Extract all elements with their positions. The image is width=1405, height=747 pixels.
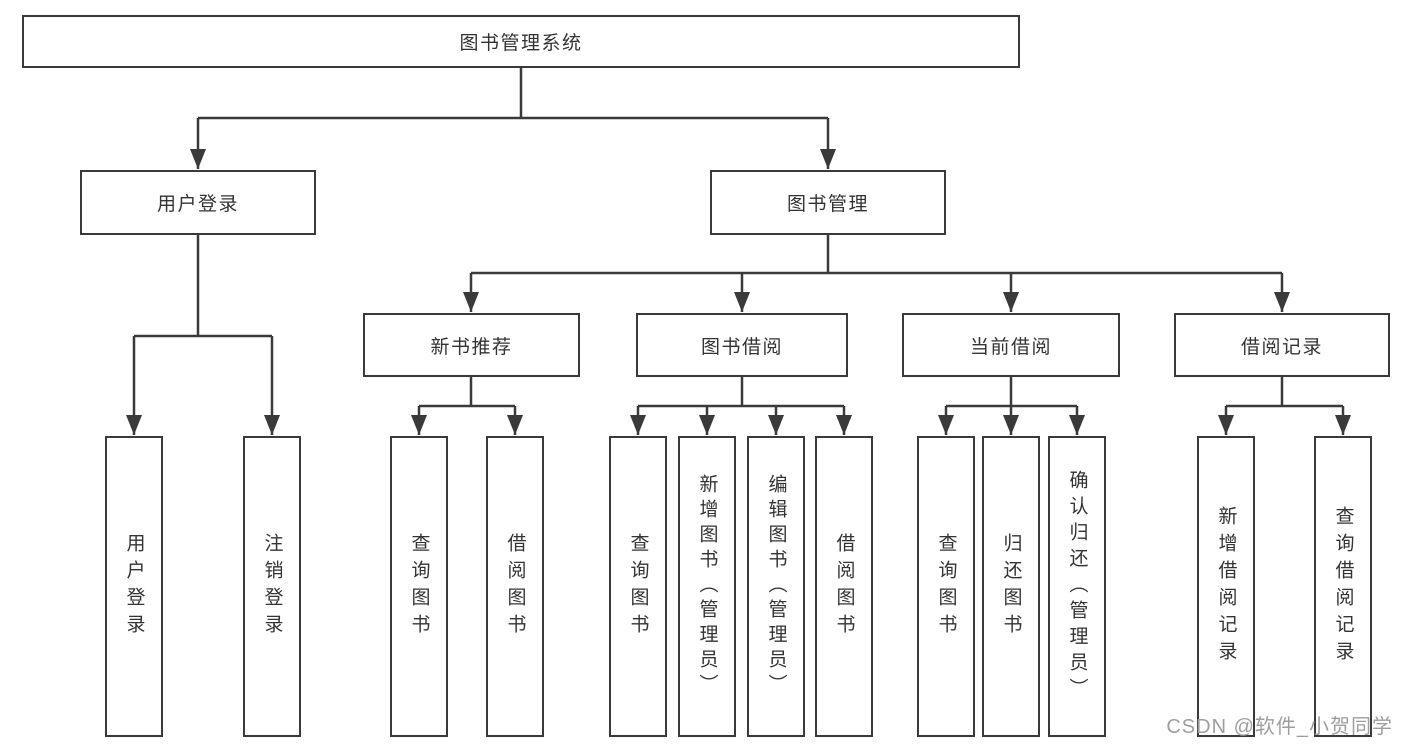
leaf-records-add: 新增借阅记录 [1197, 436, 1255, 737]
watermark-text: CSDN @软件_小贺同学 [1166, 716, 1393, 738]
node-root: 图书管理系统 [22, 15, 1020, 68]
node-book-borrow: 图书借阅 [636, 313, 848, 377]
leaf-borrow-borrow-books: 借阅图书 [815, 436, 873, 737]
node-new-book-recommend: 新书推荐 [363, 313, 580, 377]
node-book-management: 图书管理 [710, 170, 946, 235]
leaf-current-confirm-return-admin: 确认归还（管理员） [1048, 436, 1106, 737]
leaf-borrow-add-books-admin: 新增图书（管理员） [678, 436, 736, 737]
leaf-newbook-query-books: 查询图书 [390, 436, 448, 737]
leaf-borrow-edit-books-admin: 编辑图书（管理员） [747, 436, 805, 737]
node-current-borrow: 当前借阅 [902, 313, 1120, 377]
leaf-user-login: 用户登录 [105, 436, 163, 737]
leaf-newbook-borrow-books: 借阅图书 [486, 436, 544, 737]
node-user-login: 用户登录 [80, 170, 316, 235]
leaf-current-return-books: 归还图书 [982, 436, 1040, 737]
leaf-borrow-query-books: 查询图书 [609, 436, 667, 737]
leaf-records-query: 查询借阅记录 [1314, 436, 1372, 737]
leaf-logout: 注销登录 [243, 436, 301, 737]
node-borrow-records: 借阅记录 [1174, 313, 1390, 377]
leaf-current-query-books: 查询图书 [917, 436, 975, 737]
